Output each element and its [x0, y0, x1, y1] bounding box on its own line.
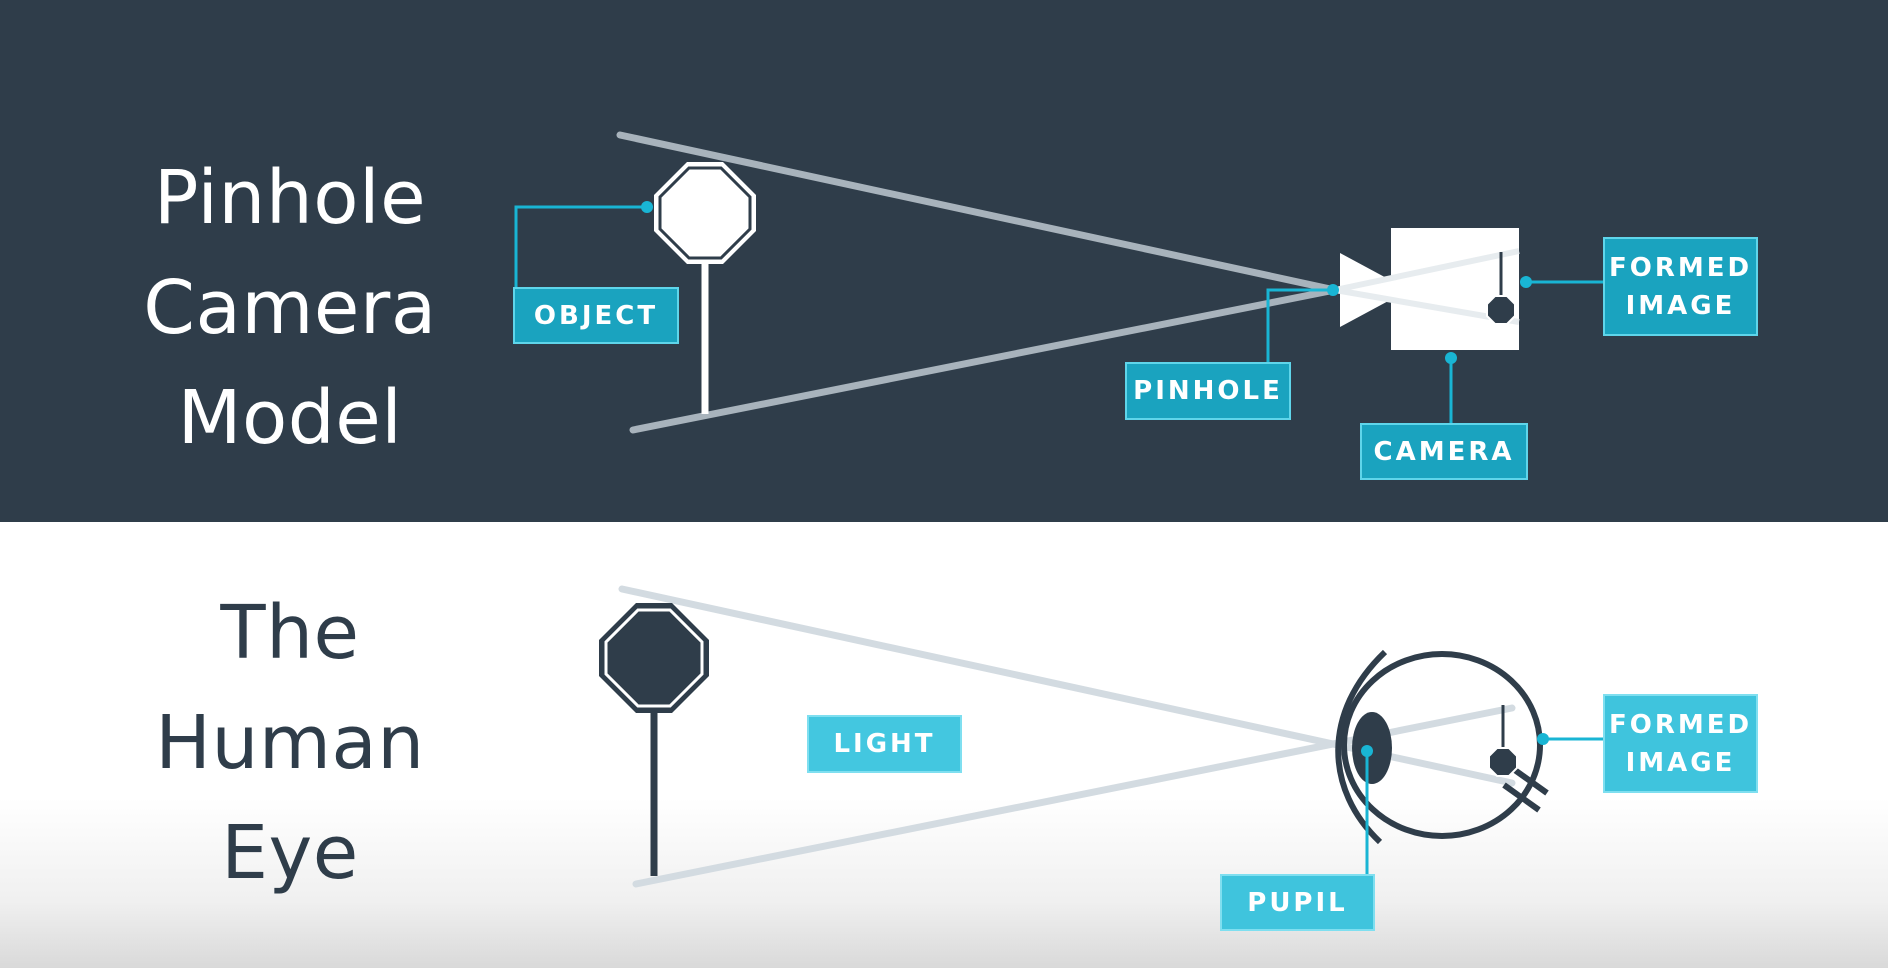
light-ray-bottom [629, 286, 1339, 434]
title-line: Model [177, 375, 403, 461]
eye-formed-image-label: FORMED IMAGE [1603, 694, 1758, 793]
camera-icon [1334, 228, 1520, 350]
pupil-label: PUPIL [1220, 874, 1375, 931]
pupil-connector-dot [1361, 745, 1373, 757]
eye-formed-image-connector-dot [1537, 733, 1549, 745]
title-line: The [220, 590, 360, 676]
formed-image-connector-dot [1520, 276, 1532, 288]
stop-sign-icon-dark [599, 603, 709, 876]
pinhole-camera-panel [0, 0, 1888, 522]
light-label: LIGHT [807, 715, 962, 773]
camera-label: CAMERA [1360, 423, 1528, 480]
pinhole-connector-dot [1327, 284, 1339, 296]
title-line: Human [155, 700, 425, 786]
title-line: Camera [143, 265, 437, 351]
formed-image-label: FORMED IMAGE [1603, 237, 1758, 336]
object-label: OBJECT [513, 287, 679, 344]
top-connectors [514, 205, 1605, 425]
title-line: Pinhole [153, 155, 427, 241]
light-ray-top [616, 131, 1339, 294]
pinhole-camera-drawing [514, 131, 1605, 434]
camera-connector-dot [1445, 352, 1457, 364]
stop-sign-icon [654, 162, 756, 414]
pinhole-camera-title: Pinhole Camera Model [90, 143, 490, 473]
human-eye-drawing [599, 585, 1605, 888]
bottom-connectors [1365, 737, 1605, 876]
object-connector-dot [641, 201, 653, 213]
title-line: Eye [221, 810, 359, 896]
human-eye-title: The Human Eye [90, 578, 490, 908]
pinhole-label: PINHOLE [1125, 362, 1291, 420]
